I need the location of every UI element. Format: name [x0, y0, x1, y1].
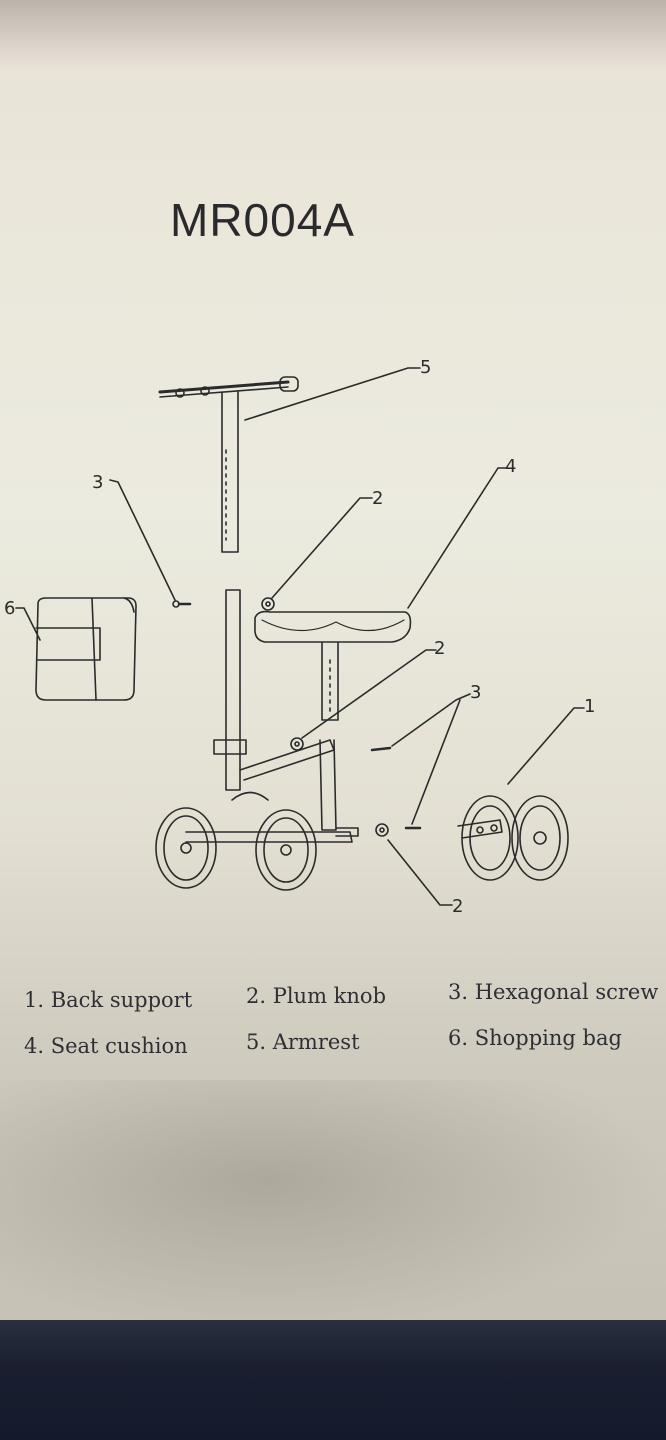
frame-part: [185, 589, 359, 843]
callout-2-upper: 2: [372, 488, 383, 509]
shadow: [0, 1080, 666, 1330]
model-title: MR004A: [170, 194, 355, 246]
leader-line-2b: [301, 649, 437, 739]
callout-6: 6: [4, 598, 15, 619]
exploded-view-diagram: 5 3 6: [4, 357, 595, 917]
legend-item-5: 5. Armrest: [246, 1030, 360, 1054]
hexagonal-screw-left: [172, 600, 192, 608]
seat-cushion-part: [254, 610, 412, 721]
callout-3-left: 3: [92, 472, 103, 493]
callout-4: 4: [505, 456, 516, 477]
legend-item-2: 2. Plum knob: [246, 984, 387, 1008]
callout-5: 5: [420, 357, 431, 378]
callout-2-middle: 2: [434, 638, 445, 659]
leader-line-3a: [109, 479, 176, 601]
leader-line-3c: [411, 699, 461, 825]
legend-item-4: 4. Seat cushion: [24, 1034, 188, 1058]
wheel-left: [155, 807, 217, 889]
dark-background: [0, 1320, 666, 1440]
leader-line-6: [15, 607, 41, 641]
leader-line-4: [407, 467, 509, 609]
shopping-bag-part: [35, 597, 137, 701]
legend-item-6: 6. Shopping bag: [448, 1026, 622, 1050]
leader-line-2a: [271, 497, 373, 599]
armrest-part: [158, 376, 299, 553]
hexagonal-screw-right-upper: [370, 746, 392, 752]
leader-line-1: [507, 707, 585, 785]
plum-knob-upper: [261, 597, 275, 611]
leader-line-3b: [391, 693, 471, 747]
callout-1: 1: [584, 696, 595, 717]
legend-item-3: 3. Hexagonal screw: [448, 980, 659, 1004]
leader-line-5: [244, 367, 421, 421]
plum-knob-middle: [290, 737, 304, 751]
callout-3-right: 3: [470, 682, 481, 703]
leader-line-2c: [387, 839, 453, 906]
callout-2-lower: 2: [452, 896, 463, 917]
back-support-part: [457, 795, 569, 881]
wheel-right: [255, 809, 317, 891]
plum-knob-lower: [375, 823, 389, 837]
legend-item-1: 1. Back support: [24, 988, 193, 1012]
